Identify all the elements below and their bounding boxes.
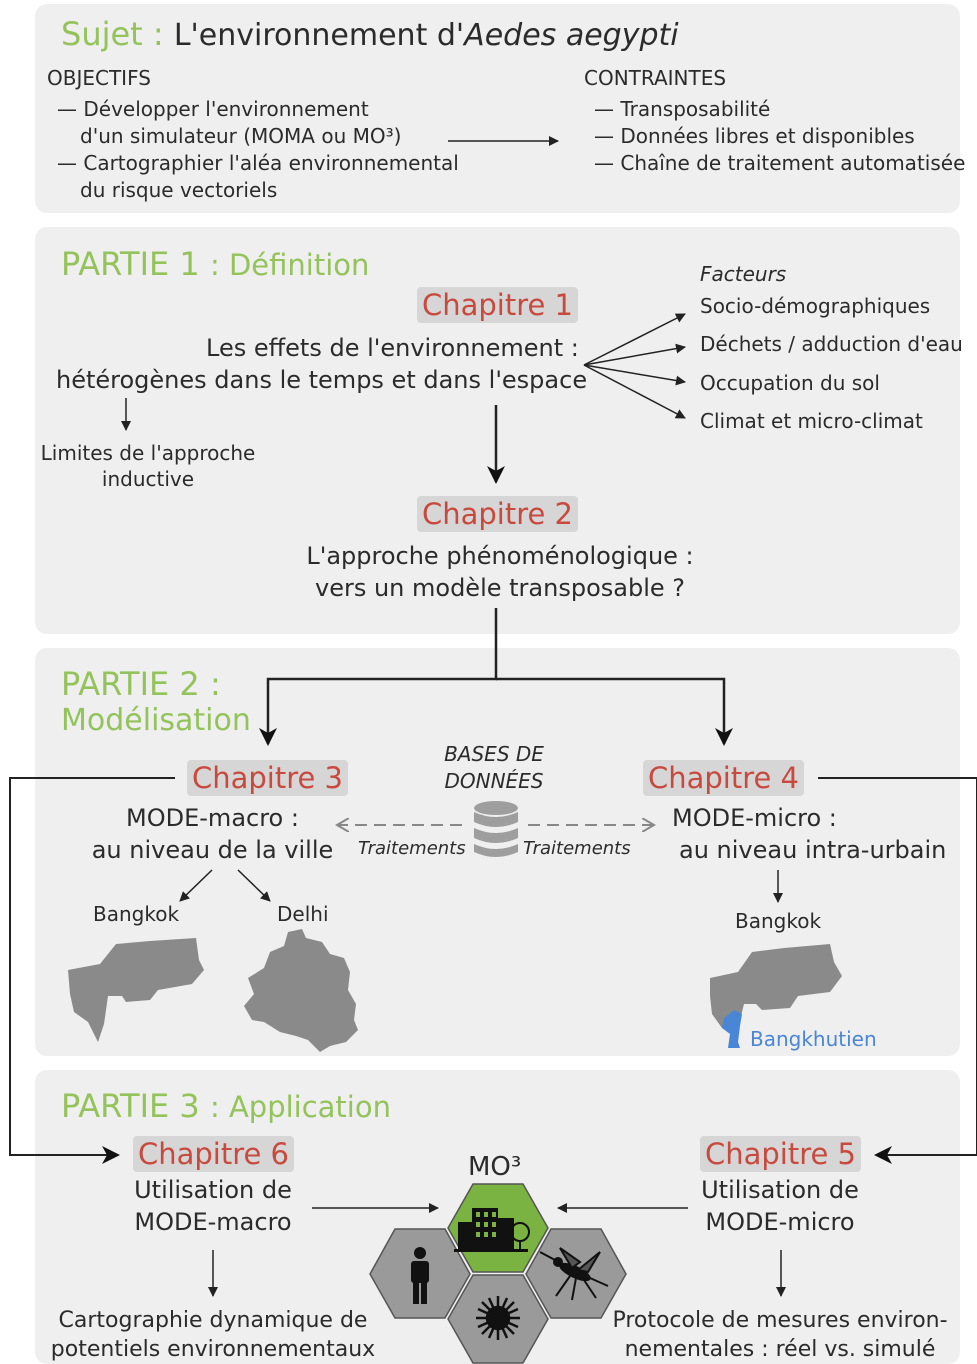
facteur-1: Socio-démographiques — [700, 294, 931, 318]
limites-line2: inductive — [101, 467, 195, 491]
chapitre-1-badge: Chapitre 1 — [417, 287, 578, 323]
chap2-line1: L'approche phénoménologique : — [306, 542, 694, 570]
partie3-label: PARTIE 3 — [61, 1087, 200, 1125]
contraintes-heading: CONTRAINTES — [584, 66, 727, 90]
objectifs-heading: OBJECTIFS — [47, 66, 151, 90]
partie3-title: PARTIE 3 : Application — [61, 1090, 391, 1122]
contrainte-3: — Chaîne de traitement automatisée — [594, 151, 966, 175]
chap3-line1: MODE-macro : — [126, 804, 299, 832]
mo3-label: MO³ — [468, 1152, 522, 1182]
partie2-subtitle: Modélisation — [61, 703, 251, 738]
city-bangkok2-label: Bangkok — [735, 909, 822, 933]
limites-line1: Limites de l'approche — [40, 441, 256, 465]
partie1-title: PARTIE 1 : Définition — [61, 248, 369, 280]
facteur-4: Climat et micro-climat — [700, 409, 923, 433]
bangkok-arrow — [179, 869, 213, 902]
chapitre-3-badge: Chapitre 3 — [187, 760, 348, 796]
partie3-subtitle: : Application — [209, 1090, 391, 1124]
building-icon — [454, 1208, 530, 1252]
chapitre-6-badge: Chapitre 6 — [133, 1136, 294, 1172]
traitements-left: Traitements — [358, 838, 466, 859]
branch-arrows — [259, 608, 733, 746]
bangkok2-map — [710, 944, 842, 1030]
facteurs-heading: Facteurs — [700, 262, 787, 286]
objectif-2b: du risque vectoriels — [80, 178, 278, 202]
chapitre-2-badge: Chapitre 2 — [417, 496, 578, 532]
facteurs-arrows — [583, 313, 686, 419]
partie1-subtitle: : Définition — [209, 248, 370, 282]
delhi-map — [244, 929, 358, 1052]
chap1-line2: hétérogènes dans le temps et dans l'espa… — [56, 366, 588, 394]
chap6-line2: MODE-macro — [134, 1208, 292, 1236]
sujet-prefix: Sujet : — [61, 15, 164, 53]
chap4-line2: au niveau intra-urbain — [679, 836, 947, 864]
bangkok-map — [68, 938, 204, 1042]
partie2-label: PARTIE 2 : — [61, 665, 221, 703]
sujet-title-plain: L'environnement d' — [173, 18, 465, 53]
chapitre-4-badge: Chapitre 4 — [643, 760, 804, 796]
sujet-panel — [35, 4, 960, 213]
chap6-result-line2: potentiels environnementaux — [50, 1337, 376, 1362]
sujet-title: Sujet : L'environnement d'Aedes aegypti — [61, 18, 679, 51]
chap4-line1: MODE-micro : — [672, 804, 837, 832]
objectif-2: — Cartographier l'aléa environnemental — [57, 151, 459, 175]
partie1-label: PARTIE 1 — [61, 245, 200, 283]
mosquito-icon — [539, 1247, 609, 1301]
contrainte-1: — Transposabilité — [594, 97, 771, 121]
chap6-result-line1: Cartographie dynamique de — [58, 1308, 368, 1333]
traitements-right: Traitements — [523, 838, 631, 859]
district-label: Bangkhutien — [750, 1027, 877, 1051]
bases-line2: DONNÉES — [444, 769, 544, 793]
chap6-line1: Utilisation de — [134, 1176, 292, 1204]
facteur-3: Occupation du sol — [700, 371, 880, 395]
bases-line1: BASES DE — [444, 742, 544, 766]
facteur-2: Déchets / adduction d'eau — [700, 332, 963, 356]
objectif-1: — Développer l'environnement — [57, 97, 369, 121]
objectif-1b: d'un simulateur (MOMA ou MO³) — [80, 124, 402, 148]
bangkhutien-district — [722, 1010, 742, 1048]
person-icon — [411, 1247, 429, 1304]
side-arrows — [9, 777, 977, 1164]
chap5-line2: MODE-micro — [705, 1208, 855, 1236]
chap2-line2: vers un modèle transposable ? — [314, 574, 685, 602]
contrainte-2: — Données libres et disponibles — [594, 124, 915, 148]
database-icon — [474, 801, 518, 857]
city-delhi-label: Delhi — [277, 902, 329, 926]
chap5-result-line1: Protocole de mesures environ- — [612, 1308, 948, 1333]
city-bangkok-label: Bangkok — [93, 902, 180, 926]
chap5-result-line2: nementales : réel vs. simulé — [624, 1337, 936, 1362]
chap5-line1: Utilisation de — [701, 1176, 859, 1204]
sujet-title-italic: Aedes aegypti — [464, 18, 679, 53]
virus-icon — [476, 1296, 520, 1340]
chap1-line1: Les effets de l'environnement : — [206, 334, 579, 362]
delhi-arrow — [237, 869, 271, 902]
chapitre-5-badge: Chapitre 5 — [700, 1136, 861, 1172]
chap3-line2: au niveau de la ville — [91, 836, 334, 864]
